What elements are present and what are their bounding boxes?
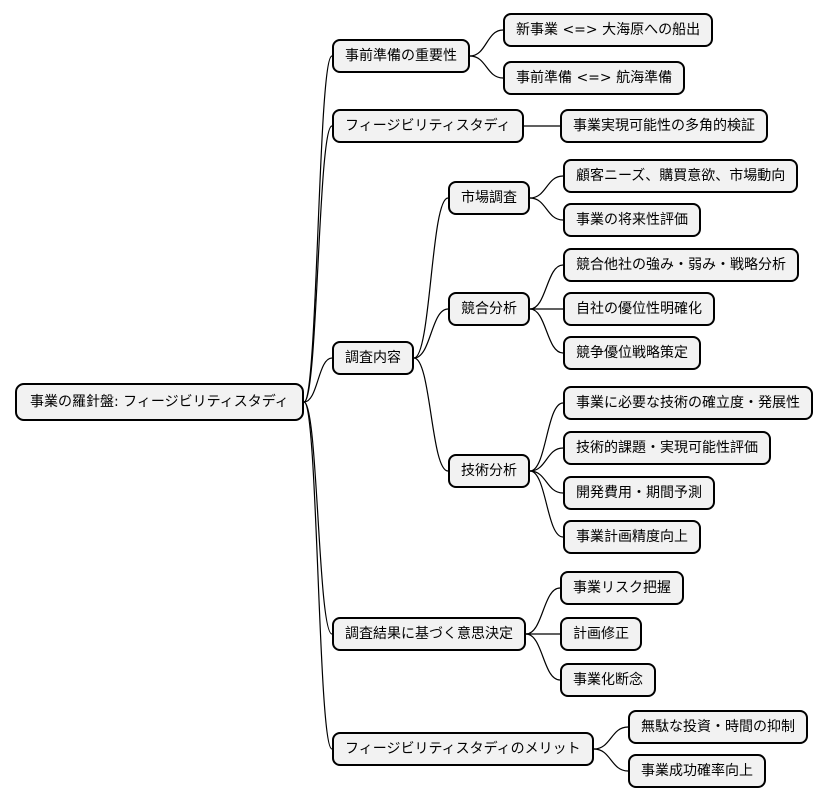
node-waste-reduction: 無駄な投資・時間の抑制 <box>628 710 808 744</box>
node-multifaceted-verification: 事業実現可能性の多角的検証 <box>560 109 768 143</box>
node-market-research: 市場調査 <box>448 181 530 215</box>
node-decision-making: 調査結果に基づく意思決定 <box>332 617 526 651</box>
node-customer-needs: 顧客ニーズ、購買意欲、市場動向 <box>563 159 799 193</box>
node-business-abandonment: 事業化断念 <box>560 663 656 697</box>
node-technical-analysis: 技術分析 <box>448 454 530 488</box>
node-new-business-voyage: 新事業 <=> 大海原への船出 <box>503 13 714 47</box>
node-preparation-importance: 事前準備の重要性 <box>332 39 470 73</box>
node-business-risk: 事業リスク把握 <box>560 571 684 605</box>
node-competitive-strategy: 競争優位戦略策定 <box>563 336 701 370</box>
node-competitive-analysis: 競合分析 <box>448 292 530 326</box>
node-success-rate: 事業成功確率向上 <box>628 754 766 788</box>
node-own-advantage: 自社の優位性明確化 <box>563 292 715 326</box>
node-feasibility-merits: フィージビリティスタディのメリット <box>332 732 594 766</box>
node-root-feasibility-compass: 事業の羅針盤: フィージビリティスタディ <box>15 383 304 421</box>
node-plan-revision: 計画修正 <box>560 617 642 651</box>
node-future-potential: 事業の将来性評価 <box>563 203 701 237</box>
node-competitor-strategy-analysis: 競合他社の強み・弱み・戦略分析 <box>563 248 799 282</box>
node-dev-cost-forecast: 開発費用・期間予測 <box>563 476 715 510</box>
node-research-content: 調査内容 <box>332 341 414 375</box>
node-tech-maturity: 事業に必要な技術の確立度・発展性 <box>563 386 813 420</box>
node-preparation-voyage-prep: 事前準備 <=> 航海準備 <box>503 61 686 95</box>
node-plan-accuracy: 事業計画精度向上 <box>563 520 701 554</box>
node-feasibility-study: フィージビリティスタディ <box>332 109 524 143</box>
node-tech-challenges: 技術的課題・実現可能性評価 <box>563 431 771 465</box>
